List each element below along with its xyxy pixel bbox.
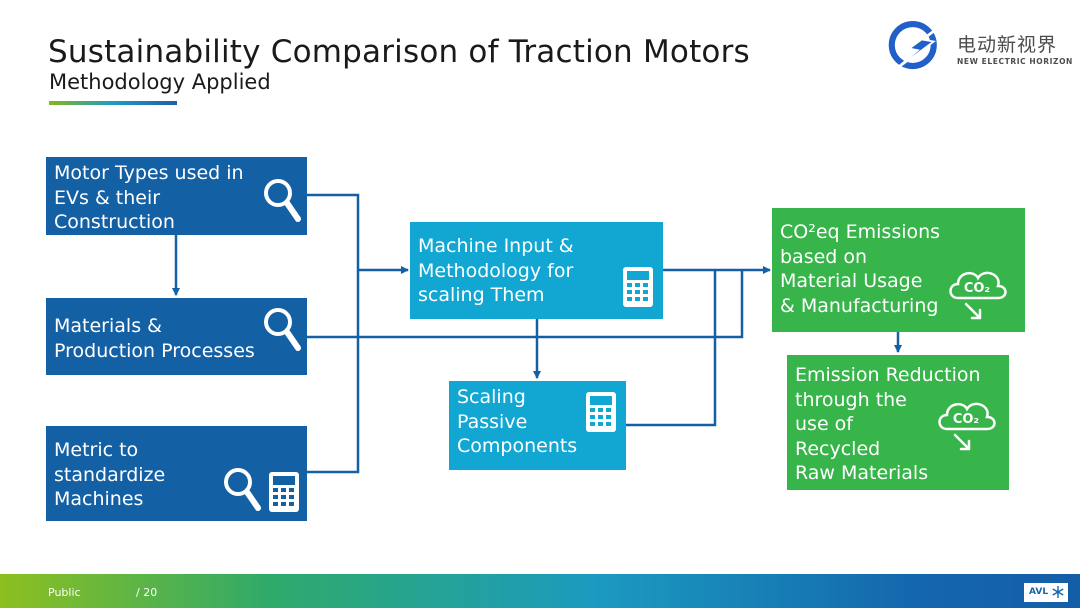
logo-en-text: NEW ELECTRIC HORIZON	[957, 57, 1073, 66]
magnifier-icon	[264, 308, 301, 351]
logo-cn-text: 电动新视界	[957, 34, 1058, 56]
co2-cloud-icon: CO₂	[949, 271, 1007, 320]
connector-materials-to-co2	[307, 270, 744, 339]
node-scaling-passive-label: Scaling Passive Components	[457, 386, 578, 457]
co2-cloud-text: CO₂	[964, 281, 990, 296]
avl-logo: AVL	[1024, 583, 1068, 602]
node-scaling-passive: Scaling Passive Components	[449, 381, 626, 470]
node-metric-label: Metric to standardize Machines	[54, 439, 166, 510]
magnifier-icon	[264, 179, 301, 222]
footer-classification: Public	[48, 586, 81, 599]
node-machine-input-label: Machine Input & Methodology for scaling …	[418, 235, 574, 306]
calculator-icon	[269, 472, 299, 512]
node-co2-emissions-label: CO²eq Emissions based on Material Usage …	[780, 221, 941, 317]
page-subtitle: Methodology Applied	[49, 70, 271, 94]
lightning-logo-icon	[885, 14, 956, 78]
node-materials-label: Materials & Production Processes	[54, 315, 255, 362]
co2-cloud-text: CO₂	[953, 412, 979, 427]
magnifier-icon	[224, 468, 261, 511]
node-emission-reduction: Emission Reduction through the use of Re…	[787, 355, 1009, 490]
page-title: Sustainability Comparison of Traction Mo…	[48, 34, 750, 70]
connector-scaling-to-co2	[626, 270, 717, 427]
snowflake-icon	[1052, 586, 1064, 598]
co2-cloud-icon: CO₂	[938, 402, 996, 451]
title-underline	[49, 101, 177, 105]
node-machine-input: Machine Input & Methodology for scaling …	[410, 222, 663, 319]
node-co2-emissions: CO²eq Emissions based on Material Usage …	[772, 208, 1025, 332]
avl-logo-text: AVL	[1029, 587, 1049, 597]
footer-bar	[0, 574, 1080, 608]
node-motor-types-label: Motor Types used in EVs & their Construc…	[54, 162, 244, 233]
footer-page-number: / 20	[136, 586, 158, 599]
node-motor-types: Motor Types used in EVs & their Construc…	[46, 157, 307, 235]
node-emission-reduction-label: Emission Reduction through the use of Re…	[795, 364, 981, 484]
calculator-icon	[586, 392, 616, 432]
calculator-icon	[623, 267, 653, 307]
node-materials: Materials & Production Processes	[46, 298, 307, 375]
connector-motor-to-bus	[307, 193, 360, 474]
node-metric: Metric to standardize Machines	[46, 426, 307, 521]
